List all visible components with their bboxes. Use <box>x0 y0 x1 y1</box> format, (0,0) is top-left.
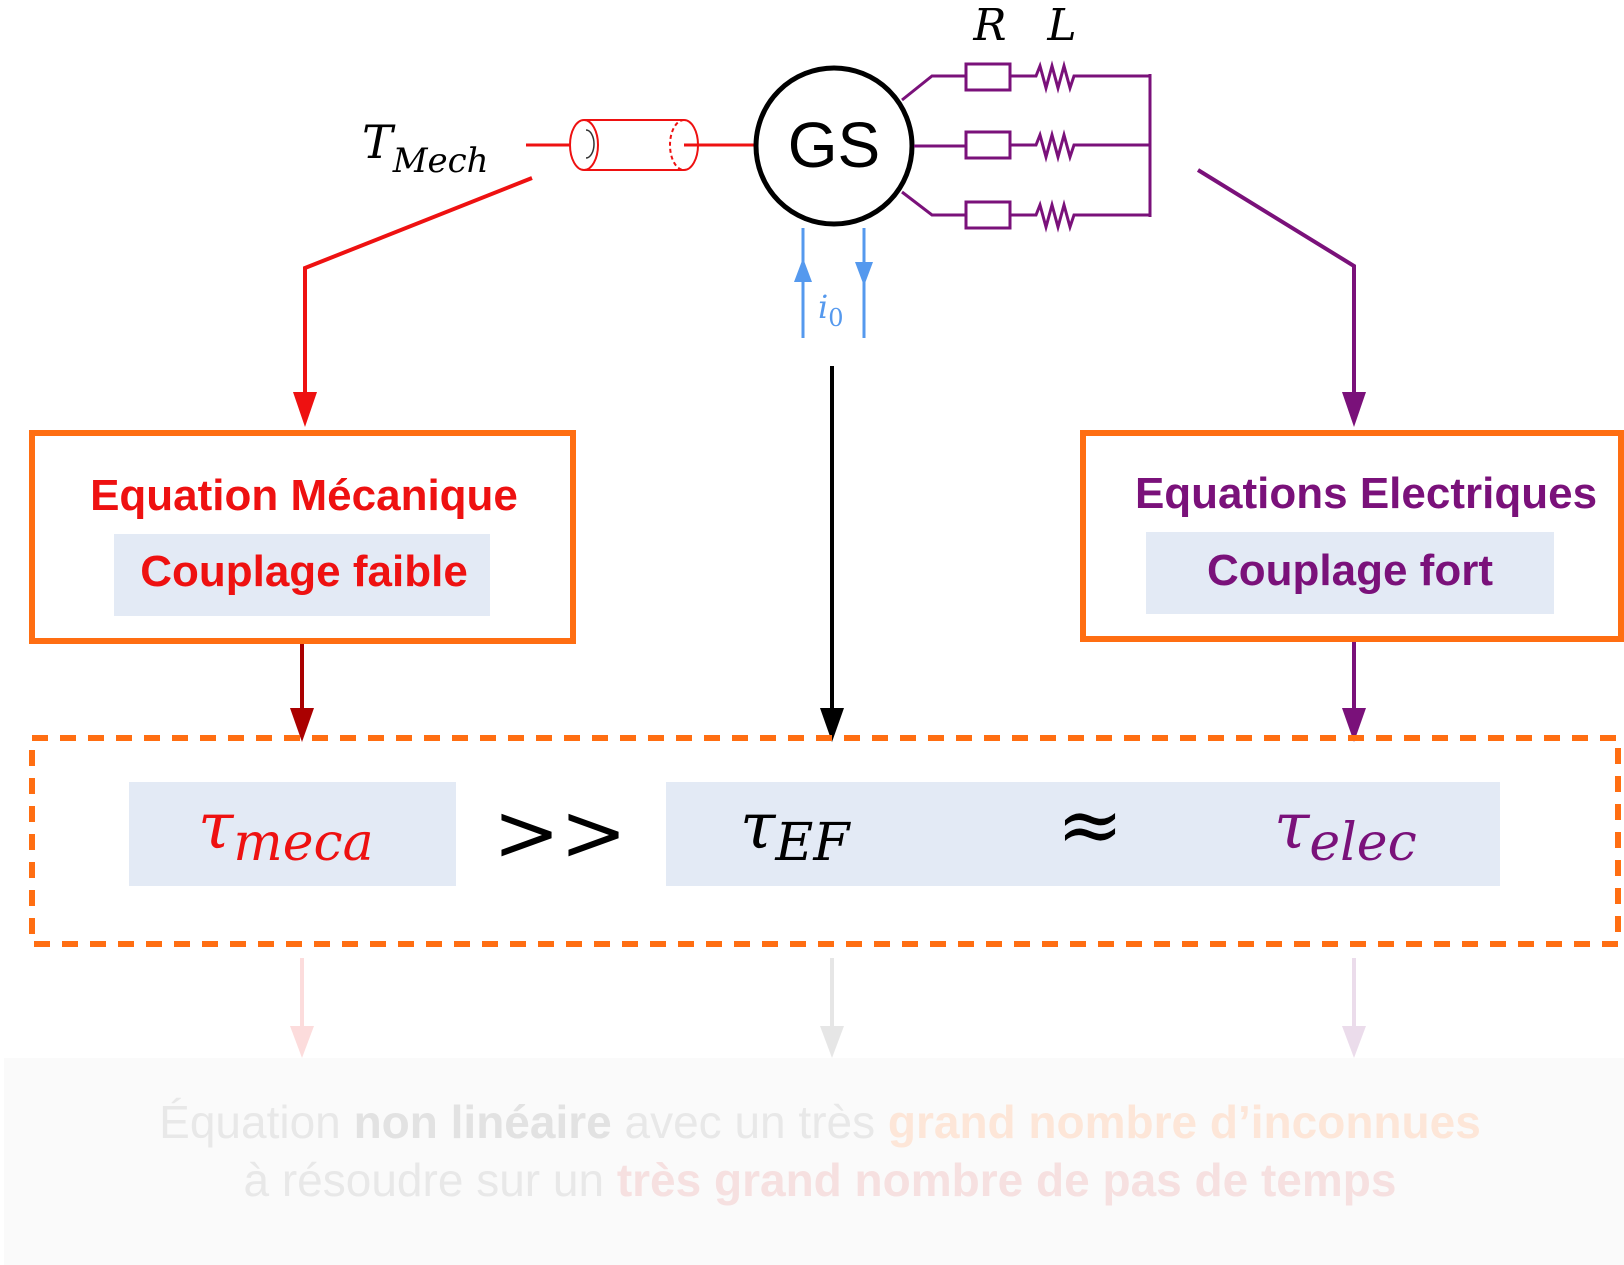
generator-circle <box>753 65 915 227</box>
approx-symbol: ≈ <box>1056 778 1123 871</box>
tau-ef: τEF <box>740 790 851 873</box>
electrical-title: Equations Electriques <box>1135 469 1597 518</box>
arrow-down-icon <box>1342 1026 1366 1058</box>
arrow-down-icon <box>1342 708 1366 742</box>
mechanical-title: Equation Mécanique <box>90 471 518 520</box>
torque-label: TMech <box>362 115 489 181</box>
arrow-down-icon <box>820 708 844 742</box>
generator-label: GS <box>788 109 880 181</box>
current-down-arrow-icon <box>855 262 873 286</box>
arrow-down-icon <box>293 392 317 427</box>
mechanical-to-comparison-connector <box>290 642 314 742</box>
current-label: i0 <box>818 288 844 332</box>
shaft-cylinder-icon <box>569 119 699 171</box>
rl-network <box>901 60 1152 233</box>
tau-meca-highlight <box>129 782 456 886</box>
inductor-label: L <box>1046 0 1076 51</box>
current-leads <box>794 228 873 338</box>
tau-elec: τelec <box>1274 790 1417 873</box>
conclusion-panel: Équation non linéaire avec un très grand… <box>4 1058 1624 1265</box>
mechanical-equation-box: Equation Mécanique Couplage faible <box>29 430 576 644</box>
comparison-dashed-border <box>29 735 1621 947</box>
much-greater-symbol: >> <box>493 786 627 879</box>
tau-meca: τmeca <box>198 790 374 873</box>
conclusion-line-1: Équation non linéaire avec un très grand… <box>159 1096 1481 1148</box>
resistor-label: R <box>972 0 1006 51</box>
electrical-equation-box: Equations Electriques Couplage fort <box>1080 430 1624 642</box>
mechanical-connector <box>293 176 533 427</box>
current-up-arrow-icon <box>794 258 812 282</box>
mechanical-subtitle-highlight <box>114 534 490 616</box>
tau-ef-elec-highlight <box>666 782 1500 886</box>
electrical-subtitle-highlight <box>1146 532 1554 614</box>
conclusion-line-2: à résoudre sur un très grand nombre de p… <box>244 1154 1397 1206</box>
arrow-down-icon <box>820 1026 844 1058</box>
circuit: GS TMech R L i0 <box>362 0 1152 338</box>
arrow-down-icon <box>290 708 314 742</box>
electrical-connector <box>1196 168 1366 427</box>
arrow-down-icon <box>1342 392 1366 427</box>
electrical-to-comparison-connector <box>1342 642 1366 742</box>
conclusion-background <box>4 1058 1624 1265</box>
time-constant-comparison: τmeca >> τEF ≈ τelec <box>29 735 1621 947</box>
fe-connector <box>820 366 844 742</box>
electrical-subtitle: Couplage fort <box>1207 546 1493 595</box>
mechanical-subtitle: Couplage faible <box>140 547 468 596</box>
arrow-down-icon <box>290 1026 314 1058</box>
faded-arrows <box>290 958 1366 1058</box>
